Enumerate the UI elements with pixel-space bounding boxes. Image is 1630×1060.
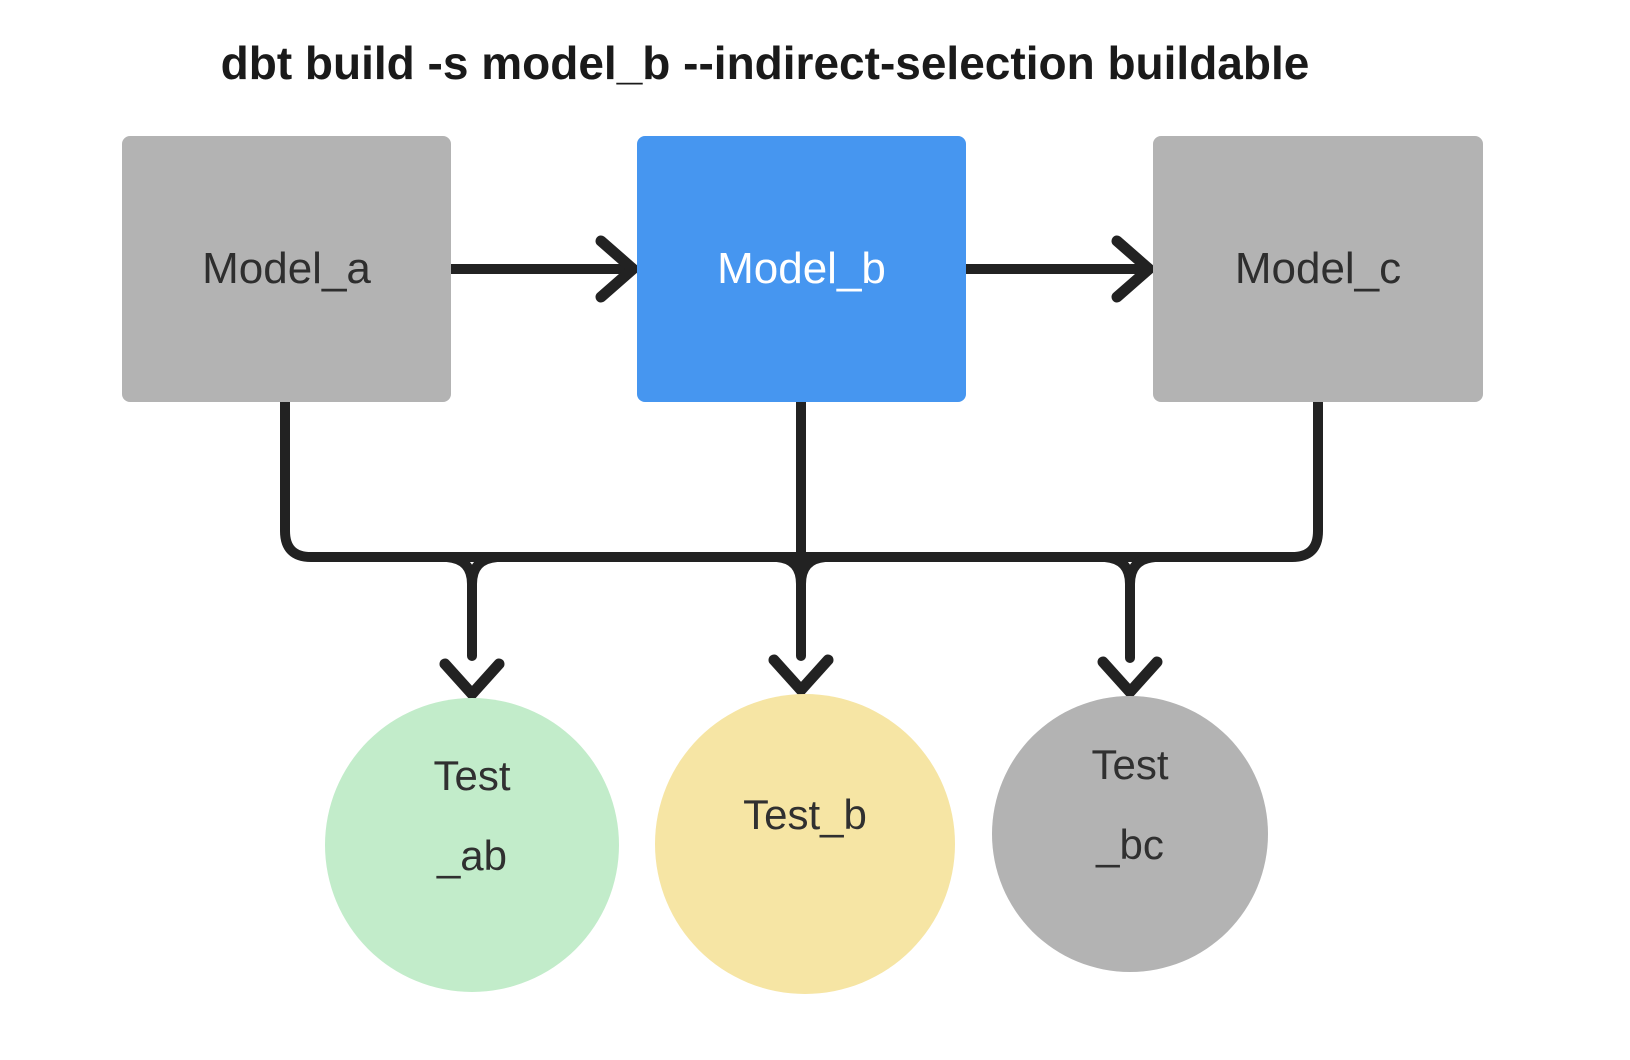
arrow-a-to-b-head-icon	[595, 235, 639, 303]
connector-test-ab-fillet-right	[467, 552, 502, 589]
arrow-test-ab-head-icon	[439, 658, 505, 700]
connector-test-ab-branch	[442, 552, 477, 661]
model-a-label: Model_a	[202, 244, 371, 293]
model-a-node: Model_a	[122, 136, 451, 402]
test-ab-label-line2: _ab	[436, 832, 508, 879]
test-bc-node: Test _bc	[992, 696, 1268, 972]
connector-model-b-fillet-right	[796, 552, 830, 589]
model-b-label: Model_b	[717, 244, 886, 293]
diagram-title: dbt build -s model_b --indirect-selectio…	[220, 37, 1310, 89]
model-c-label: Model_c	[1234, 244, 1402, 293]
model-c-node: Model_c	[1153, 136, 1483, 402]
test-b-label-line1: Test_b	[743, 791, 867, 838]
arrow-test-bc-head-icon	[1097, 656, 1163, 698]
test-b-node: Test_b	[655, 694, 955, 994]
test-bc-label-line2: _bc	[1096, 821, 1164, 868]
arrow-b-to-c-head-icon	[1111, 235, 1155, 303]
test-ab-label-line1: Test	[433, 752, 511, 799]
arrow-test-b-head-icon	[768, 654, 834, 696]
connector-test-bc-fillet-right	[1125, 552, 1160, 589]
test-bc-label-line1: Test	[1091, 741, 1169, 788]
test-ab-node: Test _ab	[325, 698, 619, 992]
connector-test-bc-branch	[1100, 552, 1135, 663]
model-b-node: Model_b	[637, 136, 966, 402]
